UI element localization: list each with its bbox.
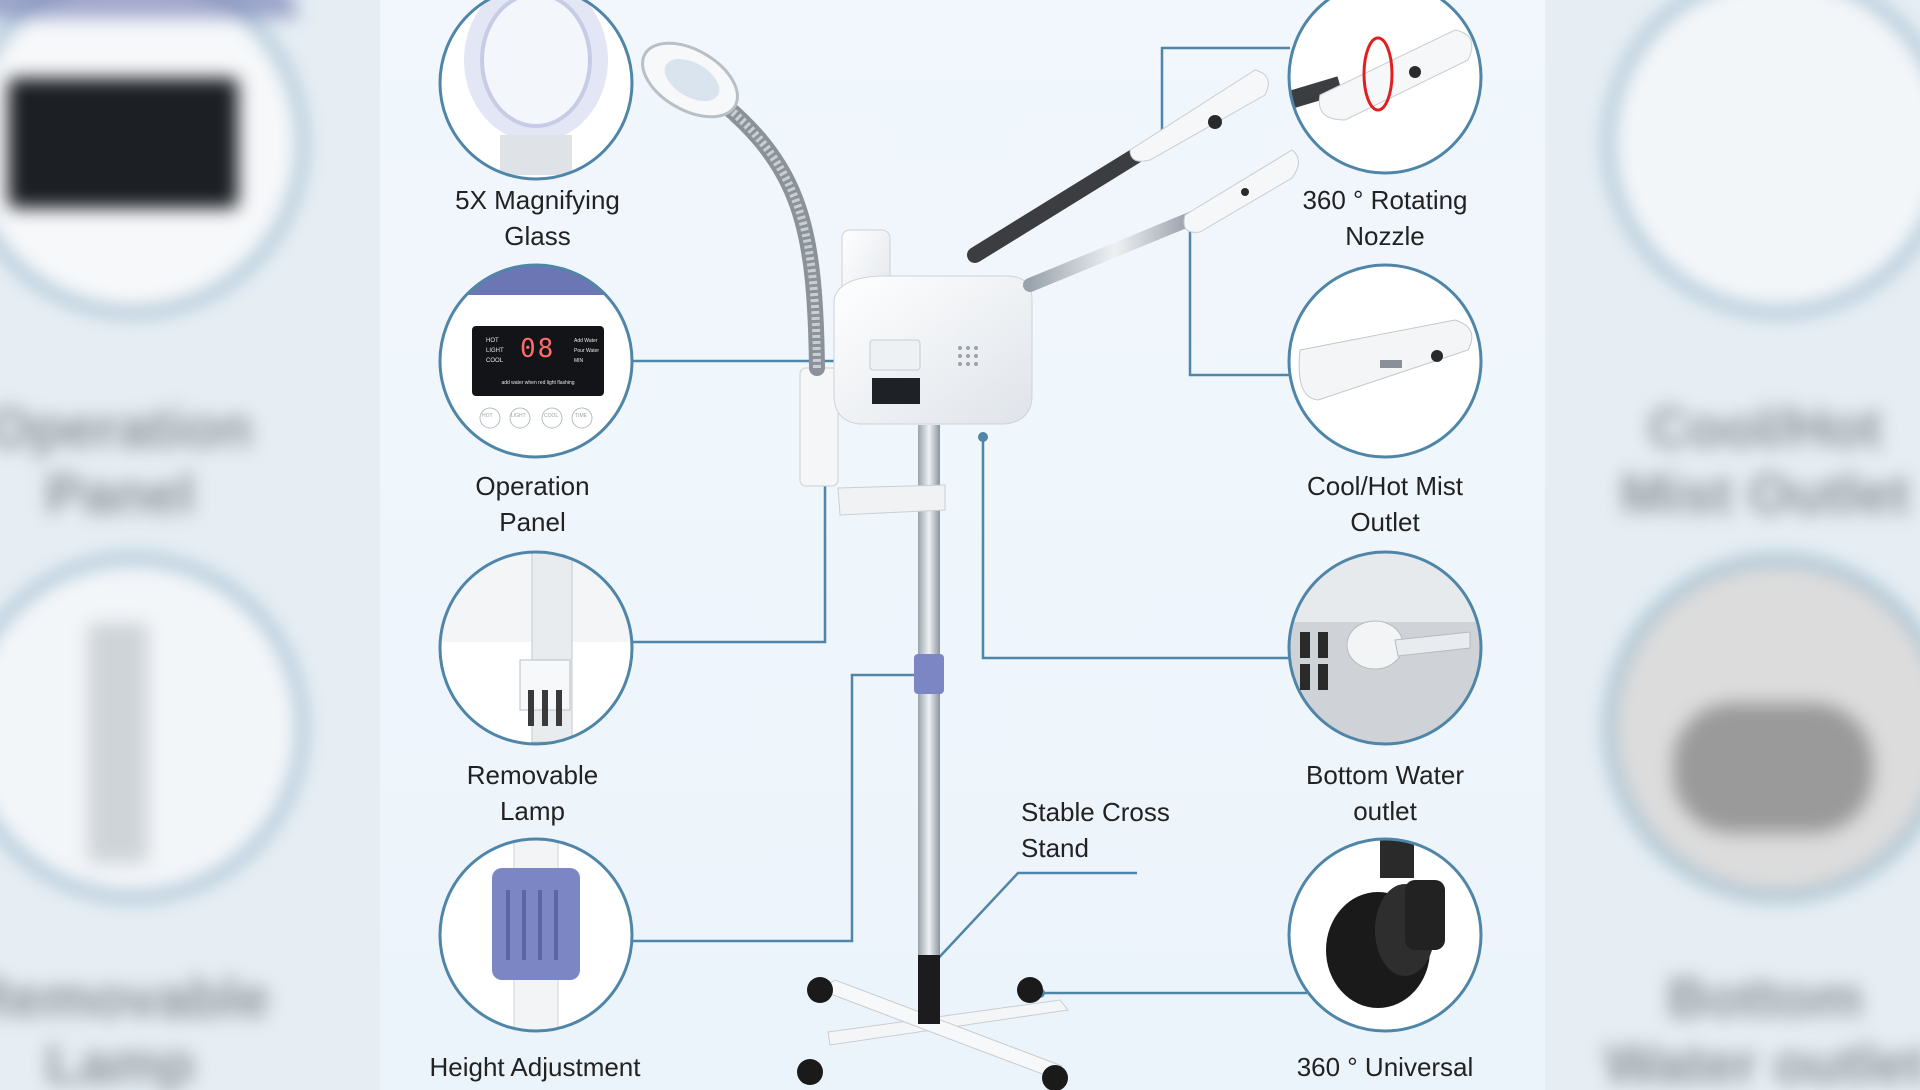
panel-button-hot: HOT (482, 413, 493, 419)
panel-display: HOT LIGHT COOL 08 Add Water Pour Water M… (472, 326, 604, 396)
steamer-body (833, 275, 1033, 425)
label-rotating-nozzle: 360 ° Rotating Nozzle (1302, 185, 1468, 251)
panel-notice: add water when red light flashing (501, 380, 575, 386)
panel-left-label: COOL (486, 358, 504, 364)
height-adjustment-detail (438, 837, 634, 1033)
label-operation-panel: Operation Panel (475, 471, 590, 537)
bottom-water-outlet-detail (1287, 550, 1483, 746)
label-height-adjustment: Height Adjustment (429, 1052, 641, 1082)
operation-panel-detail (438, 263, 634, 459)
hot-mist-arm (967, 142, 1153, 263)
blurred-label: Cool/Hot Mist Outlet (1620, 396, 1910, 525)
blurred-label: Removable Lamp (0, 966, 270, 1090)
lamp-holder (799, 367, 839, 487)
panel-button-time: TIME (575, 413, 587, 419)
blurred-circle (1605, 555, 1920, 901)
label-stable-stand: Stable Cross Stand (1021, 797, 1170, 863)
blurred-circle (0, 555, 306, 901)
label-removable-lamp: Removable Lamp (466, 760, 599, 826)
universal-wheel-detail (1287, 837, 1483, 1033)
left-blurred-panel: Operation Panel Removable Lamp (0, 0, 380, 1090)
blurred-circle (1605, 0, 1920, 316)
label-universal-wheel: 360 ° Universal (1296, 1052, 1474, 1082)
rotating-nozzle-detail (1287, 0, 1483, 175)
removable-lamp-detail (438, 550, 634, 746)
panel-right-label: Add Water (574, 338, 598, 344)
panel-left-label: HOT (486, 338, 499, 344)
panel-right-label: Pour Water (574, 348, 600, 354)
blurred-label: Bottom Water outlet (1604, 966, 1920, 1090)
label-bottom-water-outlet: Bottom Water outlet (1306, 760, 1464, 826)
label-magnifying-glass: 5X Magnifying Glass (455, 185, 620, 251)
label-mist-outlet: Cool/Hot Mist Outlet (1306, 471, 1464, 537)
cross-stand (797, 952, 1069, 1090)
panel-button-cool: COOL (544, 413, 559, 419)
right-blurred-panel: Cool/Hot Mist Outlet Bottom Water outlet (1545, 0, 1920, 1090)
height-knob (914, 654, 944, 694)
cool-mist-arm (1023, 208, 1207, 292)
magnifier-detail (438, 0, 634, 181)
mist-outlet-detail (1287, 263, 1483, 459)
blurred-label: Operation Panel (0, 396, 253, 525)
gooseneck (692, 77, 825, 376)
blurred-circle (0, 0, 306, 316)
rotating-nozzle (1129, 69, 1269, 162)
panel-left-label: LIGHT (486, 348, 504, 354)
panel-digits: 08 (520, 334, 556, 364)
panel-buttons: HOT LIGHT COOL TIME (478, 413, 598, 425)
panel-button-light: LIGHT (511, 413, 526, 419)
panel-right-label: MIN (574, 358, 584, 364)
